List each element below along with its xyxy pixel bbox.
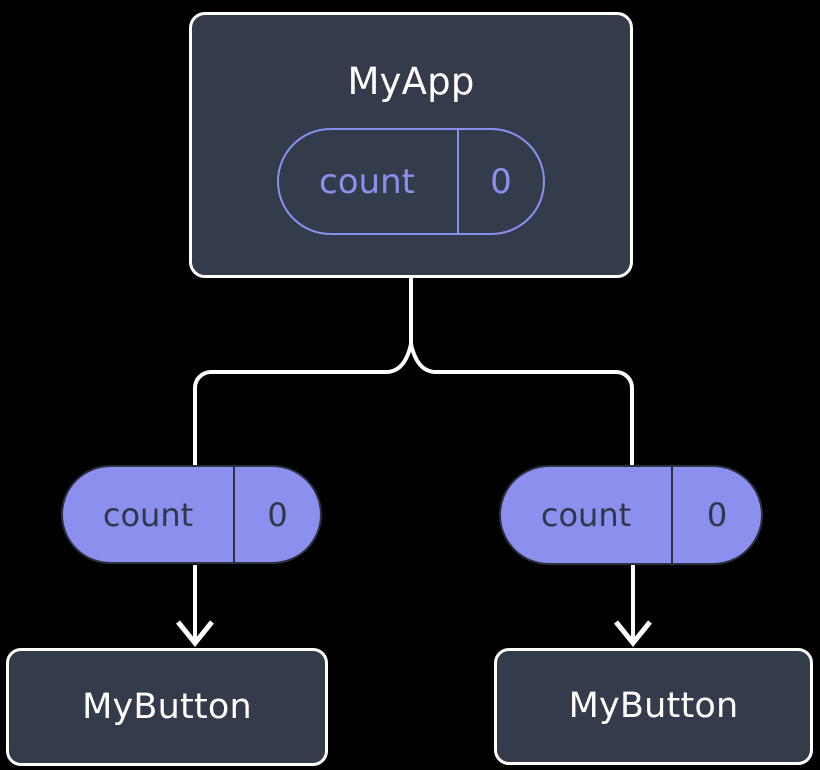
- state-pill-root[interactable]: count 0: [277, 128, 545, 235]
- component-title-myapp: MyApp: [347, 60, 475, 103]
- component-title-mybutton-right: MyButton: [568, 686, 739, 726]
- prop-pill-right[interactable]: count 0: [499, 465, 763, 565]
- component-box-mybutton-left[interactable]: MyButton: [6, 648, 328, 766]
- arrow-right-head: [614, 620, 652, 647]
- state-pill-root-value: 0: [490, 161, 512, 202]
- prop-pill-right-value: 0: [706, 496, 728, 534]
- prop-pill-left[interactable]: count 0: [61, 465, 322, 564]
- component-title-mybutton-left: MyButton: [82, 686, 252, 727]
- prop-pill-left-key: count: [63, 467, 235, 562]
- component-box-mybutton-right[interactable]: MyButton: [494, 648, 813, 765]
- prop-pill-left-value: 0: [267, 495, 288, 534]
- arrow-left-head: [176, 620, 214, 647]
- wire-branch-right: [409, 343, 634, 465]
- wire-branch-left: [193, 343, 413, 465]
- prop-pill-right-key: count: [501, 467, 673, 563]
- state-pill-root-key: count: [279, 130, 459, 233]
